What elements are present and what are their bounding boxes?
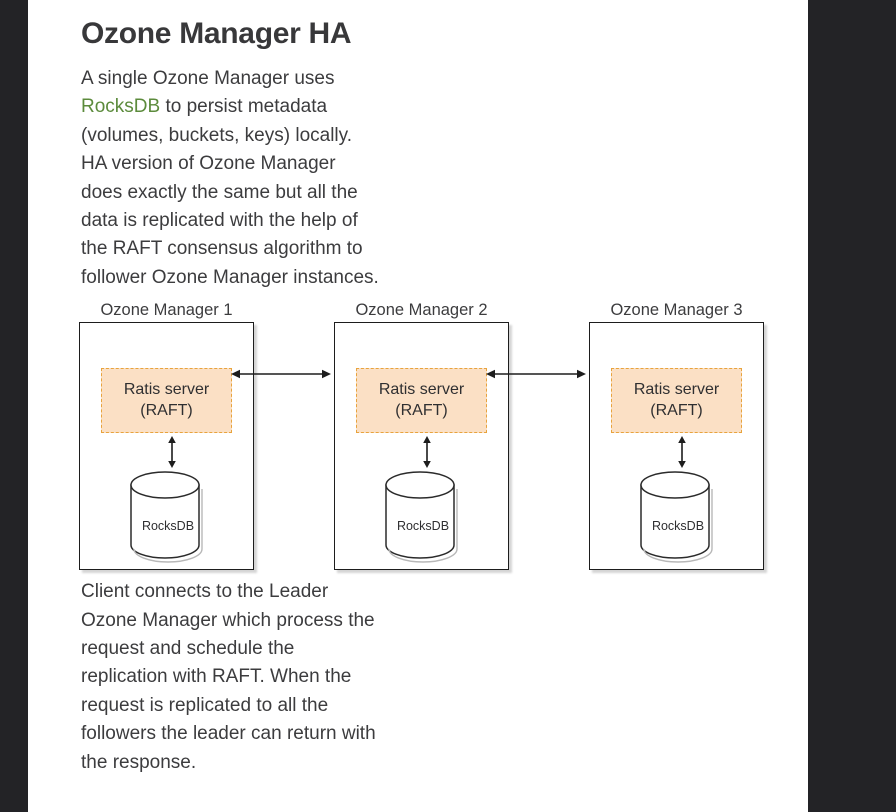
outro-paragraph: Client connects to the Leader Ozone Mana…: [81, 581, 376, 773]
ratis-label-line1: Ratis server: [123, 381, 210, 399]
panel-title-om2: Ozone Manager 2: [355, 301, 488, 320]
ozone-manager-2-panel: Ratis server (RAFT) RocksDB: [334, 322, 509, 571]
rocksdb-cylinder-om1: RocksDB: [125, 467, 211, 563]
rocksdb-cylinder-om2: RocksDB: [380, 467, 466, 563]
replication-arrow-om2-om3: [486, 370, 586, 379]
intro-paragraph: A single Ozone Manager uses RocksDB to p…: [81, 65, 381, 292]
page-title: Ozone Manager HA: [81, 17, 352, 50]
ratis-to-rocksdb-arrow-om3: [677, 436, 686, 469]
ratis-server-box-om1: Ratis server (RAFT): [101, 368, 232, 434]
ratis-label-line1: Ratis server: [378, 381, 465, 399]
rocksdb-link[interactable]: RocksDB: [81, 96, 161, 118]
document-page: Ozone Manager HA A single Ozone Manager …: [28, 0, 808, 812]
intro-text-before-link: A single Ozone Manager uses: [81, 68, 335, 89]
ratis-to-rocksdb-arrow-om2: [422, 436, 431, 469]
ratis-label-line1: Ratis server: [633, 381, 720, 399]
intro-text-after-link: to persist metadata (volumes, buckets, k…: [81, 96, 379, 288]
ratis-label-line2: (RAFT): [140, 401, 193, 419]
page-content: Ozone Manager HA A single Ozone Manager …: [28, 0, 808, 777]
ratis-server-box-om2: Ratis server (RAFT): [356, 368, 487, 434]
ratis-label-line2: (RAFT): [650, 401, 703, 419]
rocksdb-label-om1: RocksDB: [141, 519, 195, 534]
panel-title-om1: Ozone Manager 1: [100, 301, 233, 320]
panel-title-om3: Ozone Manager 3: [610, 301, 743, 320]
ozone-manager-3-panel: Ratis server (RAFT) RocksDB: [589, 322, 764, 571]
replication-arrow-om1-om2: [231, 370, 331, 379]
rocksdb-label-om3: RocksDB: [651, 519, 705, 534]
rocksdb-label-om2: RocksDB: [396, 519, 450, 534]
ratis-label-line2: (RAFT): [395, 401, 448, 419]
ratis-server-box-om3: Ratis server (RAFT): [611, 368, 742, 434]
ozone-manager-1-panel: Ratis server (RAFT) RocksDB: [79, 322, 254, 571]
ratis-to-rocksdb-arrow-om1: [167, 436, 176, 469]
rocksdb-cylinder-om3: RocksDB: [635, 467, 721, 563]
ozone-manager-ha-diagram: Ozone Manager 1 Ozone Manager 2 Ozone Ma…: [79, 300, 779, 578]
